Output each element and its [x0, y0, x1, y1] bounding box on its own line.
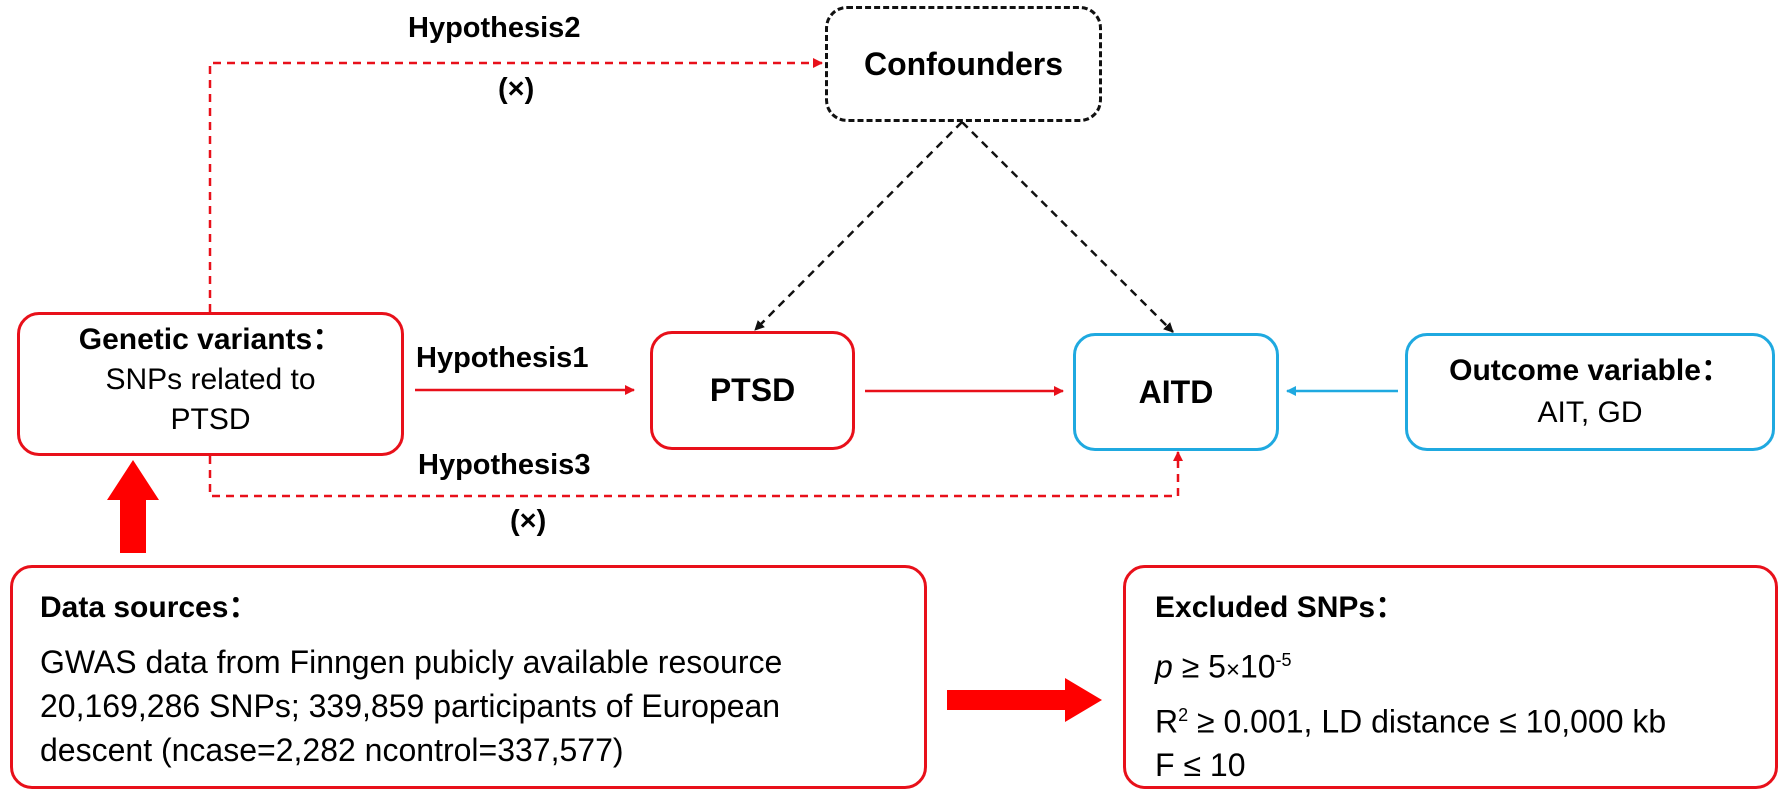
data-sources-up-arrow: [107, 460, 159, 553]
aitd-node: AITD: [1073, 333, 1279, 451]
excluded-f-line: F ≤ 10: [1155, 747, 1246, 784]
data-sources-line1: GWAS data from Finngen pubicly available…: [40, 644, 783, 680]
hypothesis1-label: Hypothesis1: [416, 342, 589, 374]
excluded-snps-title: Excluded SNPs：: [1155, 591, 1406, 624]
r-symbol: R: [1155, 703, 1179, 740]
ptsd-node: PTSD: [650, 331, 855, 450]
data-sources-title: Data sources：: [40, 591, 259, 624]
data-sources-line2: 20,169,286 SNPs; 339,859 participants of…: [40, 688, 781, 724]
data-sources-node: Data sources： GWAS data from Finngen pub…: [10, 565, 927, 789]
outcome-variable-node: Outcome variable： AIT, GD: [1405, 333, 1775, 451]
genetic-variants-line2: PTSD: [170, 403, 251, 436]
confounders-to-ptsd-arrow: [754, 121, 963, 331]
p-symbol: p: [1155, 648, 1173, 685]
to-excluded-arrow: [947, 678, 1102, 722]
hypothesis3-mark: (×): [510, 505, 547, 537]
p-threshold: ≥ 5: [1172, 648, 1226, 685]
ptsd-label: PTSD: [709, 372, 796, 408]
hypothesis2-mark: (×): [498, 73, 535, 105]
data-sources-line3: descent (ncase=2,282 ncontrol=337,577): [40, 732, 624, 768]
genetic-variants-line1: SNPs related to: [105, 363, 316, 396]
confounders-node: Confounders: [825, 6, 1102, 122]
r-exponent: 2: [1178, 704, 1189, 725]
hypothesis3-label: Hypothesis3: [418, 449, 591, 481]
hypothesis2-label: Hypothesis2: [408, 12, 581, 44]
aitd-label: AITD: [1138, 373, 1214, 410]
confounders-to-aitd-arrow: [961, 121, 1174, 333]
ten-base: 10: [1239, 648, 1276, 685]
genetic-variants-node: Genetic variants： SNPs related to PTSD: [17, 312, 404, 456]
r2-threshold: ≥ 0.001, LD distance ≤ 10,000 kb: [1188, 703, 1667, 740]
excluded-snps-node: Excluded SNPs： p ≥ 5×10-5 R2 ≥ 0.001, LD…: [1123, 565, 1778, 789]
outcome-variable-line1: AIT, GD: [1537, 396, 1643, 429]
confounders-label: Confounders: [863, 45, 1064, 82]
outcome-variable-title: Outcome variable：: [1449, 354, 1731, 387]
genetic-variants-title: Genetic variants：: [78, 323, 343, 356]
excluded-r2-line: R2 ≥ 0.001, LD distance ≤ 10,000 kb: [1155, 693, 1775, 744]
p-exponent: -5: [1275, 650, 1292, 670]
times-symbol: ×: [1225, 656, 1240, 684]
hypothesis3-arrow: [208, 451, 1183, 498]
excluded-p-line: p ≥ 5×10-5: [1155, 638, 1775, 693]
